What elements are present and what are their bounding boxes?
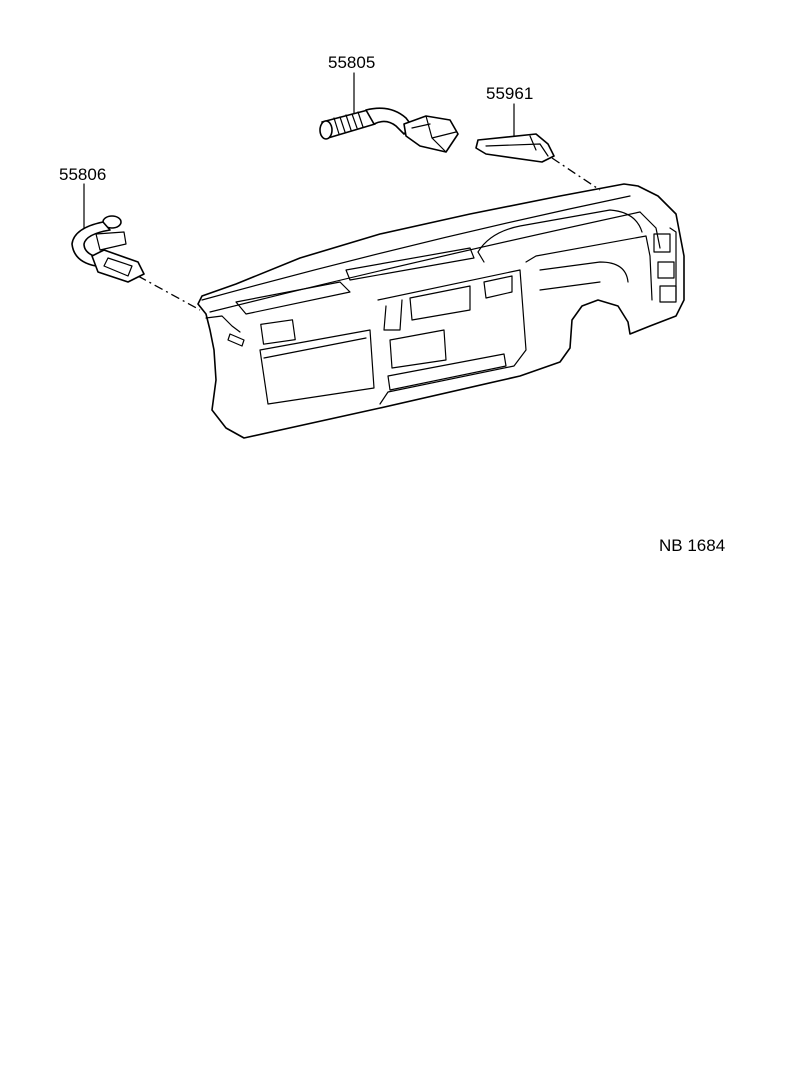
- duct-55961: [475, 133, 555, 163]
- leader-lines: [83, 72, 515, 239]
- part-label-55961: 55961: [486, 84, 533, 103]
- reference-code: NB 1684: [659, 536, 725, 555]
- part-label-55806: 55806: [59, 165, 106, 184]
- duct-55805: [319, 107, 459, 153]
- part-label-55805: 55805: [328, 53, 375, 72]
- connection-lines: [137, 157, 601, 311]
- duct-55806: [71, 215, 145, 283]
- instrument-panel: [197, 183, 685, 439]
